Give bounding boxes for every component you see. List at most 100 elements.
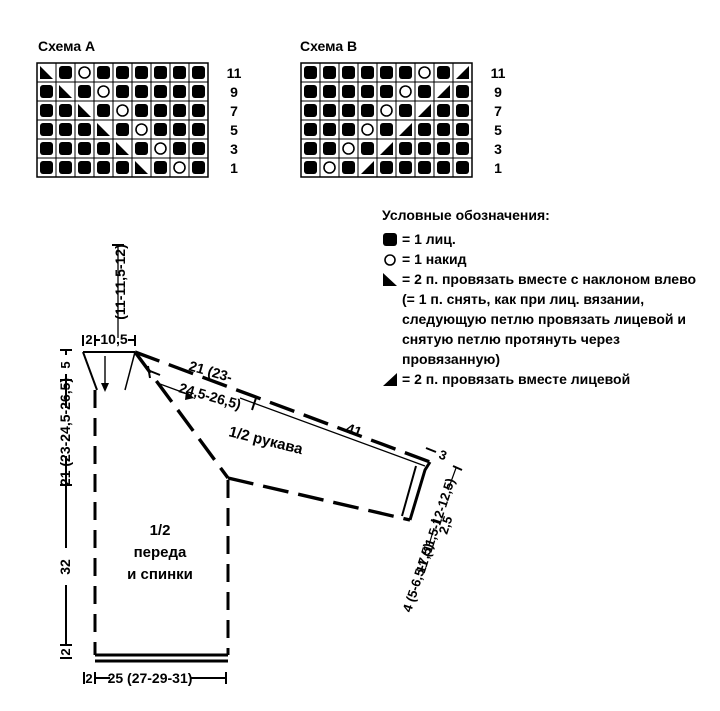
knit-stitch-icon — [154, 104, 167, 117]
legend-yarn-over: = 1 накид — [382, 249, 712, 269]
knit-stitch-icon — [437, 161, 450, 174]
knit-stitch-icon — [342, 85, 355, 98]
sleeve-label: 1/2 рукава — [227, 423, 305, 458]
body-height-label: 32 — [57, 559, 73, 575]
knit-stitch-icon — [304, 66, 317, 79]
knit-stitch-icon — [323, 66, 336, 79]
knit-stitch-icon — [40, 123, 53, 136]
knit-stitch-icon — [78, 123, 91, 136]
top-width-label: (11-11,5-12) — [112, 244, 128, 320]
scheme-a-row-number: 5 — [230, 122, 238, 138]
knit-stitch-icon — [97, 142, 110, 155]
knit-stitch-icon — [418, 85, 431, 98]
right-decrease-icon — [383, 373, 397, 386]
knit-stitch-icon — [173, 123, 186, 136]
knit-stitch-icon — [135, 104, 148, 117]
scheme-b-cell — [395, 81, 416, 102]
scheme-a-cell — [150, 138, 171, 159]
knit-stitch-icon — [154, 123, 167, 136]
knit-stitch-icon — [399, 142, 412, 155]
yarn-over-icon — [154, 142, 167, 155]
scheme-b-row-number: 7 — [494, 103, 502, 119]
scheme-b-row-number: 9 — [494, 84, 502, 100]
knit-stitch-icon — [116, 66, 129, 79]
yarn-over-icon — [418, 66, 431, 79]
knit-stitch-icon — [399, 66, 412, 79]
knit-stitch-icon — [116, 123, 129, 136]
scheme-a-row-number: 9 — [230, 84, 238, 100]
knit-stitch-icon — [323, 142, 336, 155]
yarn-over-icon — [380, 104, 393, 117]
scheme-a-cell — [169, 157, 190, 178]
knit-stitch-icon — [97, 161, 110, 174]
scheme-b-row-number: 11 — [491, 65, 506, 81]
scheme-b-cell — [376, 100, 397, 121]
body-label-line3: и спинки — [127, 566, 193, 583]
left-decrease-icon — [97, 123, 110, 136]
scheme-b-cell — [319, 157, 340, 178]
raglan-label-1: 21 (23- — [187, 358, 234, 386]
knit-stitch-icon — [154, 161, 167, 174]
knit-stitch-icon — [304, 104, 317, 117]
left-decrease-icon — [383, 273, 397, 286]
knit-stitch-icon — [342, 123, 355, 136]
knit-stitch-icon — [116, 161, 129, 174]
knit-stitch-icon — [40, 161, 53, 174]
knit-stitch-icon — [97, 104, 110, 117]
knit-stitch-icon — [437, 142, 450, 155]
knit-stitch-icon — [173, 66, 186, 79]
knit-stitch-icon — [437, 123, 450, 136]
body-label-line1: 1/2 — [150, 522, 171, 539]
legend-left-decrease: = 2 п. провязать вместе с наклоном влево… — [382, 269, 712, 369]
sleeve-length-label: 41 — [344, 420, 364, 440]
knit-stitch-icon — [418, 161, 431, 174]
knit-stitch-icon — [456, 161, 469, 174]
raglan-label-2: 24,5-26,5) — [177, 380, 243, 413]
hem-height-label: 2 — [58, 648, 73, 655]
scheme-a-cell — [93, 81, 114, 102]
scheme-b-row-number: 5 — [494, 122, 502, 138]
legend-left-decrease-text: = 2 п. провязать вместе с наклоном влево… — [402, 271, 697, 367]
right-decrease-icon — [418, 104, 431, 117]
cuff-top-label: 3 — [437, 447, 449, 464]
knit-stitch-icon — [456, 85, 469, 98]
bottom-width-label: 25 (27-29-31) — [108, 670, 193, 686]
yarn-over-icon — [173, 161, 186, 174]
armhole-height-label: 21 (23-24,5-26,5) — [57, 378, 73, 486]
knit-stitch-icon — [380, 161, 393, 174]
scheme-a-title: Схема А — [38, 38, 96, 54]
right-decrease-icon — [399, 123, 412, 136]
knit-stitch-icon — [40, 104, 53, 117]
knit-stitch-icon — [304, 161, 317, 174]
left-edge-top-label: 2 — [85, 332, 92, 347]
knit-stitch-icon — [323, 123, 336, 136]
legend-right-decrease-text: = 2 п. провязать вместе лицевой — [402, 371, 631, 387]
knit-stitch-icon — [418, 142, 431, 155]
knit-stitch-icon — [192, 85, 205, 98]
knit-stitch-icon — [78, 85, 91, 98]
neck-top-label: 10,5 — [100, 331, 127, 347]
knit-stitch-icon — [192, 123, 205, 136]
knit-stitch-icon — [304, 142, 317, 155]
scheme-b-cell — [338, 138, 359, 159]
scheme-b-cell — [452, 157, 473, 178]
scheme-a-cell — [188, 157, 209, 178]
scheme-a-cell — [74, 62, 95, 83]
knit-stitch-icon — [135, 66, 148, 79]
legend-title: Условные обозначения: — [382, 207, 550, 223]
cuff-band-label: 4 (5-6,5-7,5) — [399, 541, 435, 614]
scheme-b-title: Схема В — [300, 38, 358, 54]
knit-stitch-icon — [399, 161, 412, 174]
knit-stitch-icon — [154, 85, 167, 98]
knit-stitch-icon — [456, 104, 469, 117]
yarn-over-icon — [116, 104, 129, 117]
legend-knit: = 1 лиц. — [382, 229, 712, 249]
knit-stitch-icon — [59, 104, 72, 117]
knit-stitch-icon — [192, 66, 205, 79]
yarn-over-icon — [323, 161, 336, 174]
knit-stitch-icon — [342, 104, 355, 117]
scheme-a-cell — [112, 100, 133, 121]
yarn-over-icon — [384, 254, 396, 266]
knit-stitch-icon — [383, 233, 397, 246]
